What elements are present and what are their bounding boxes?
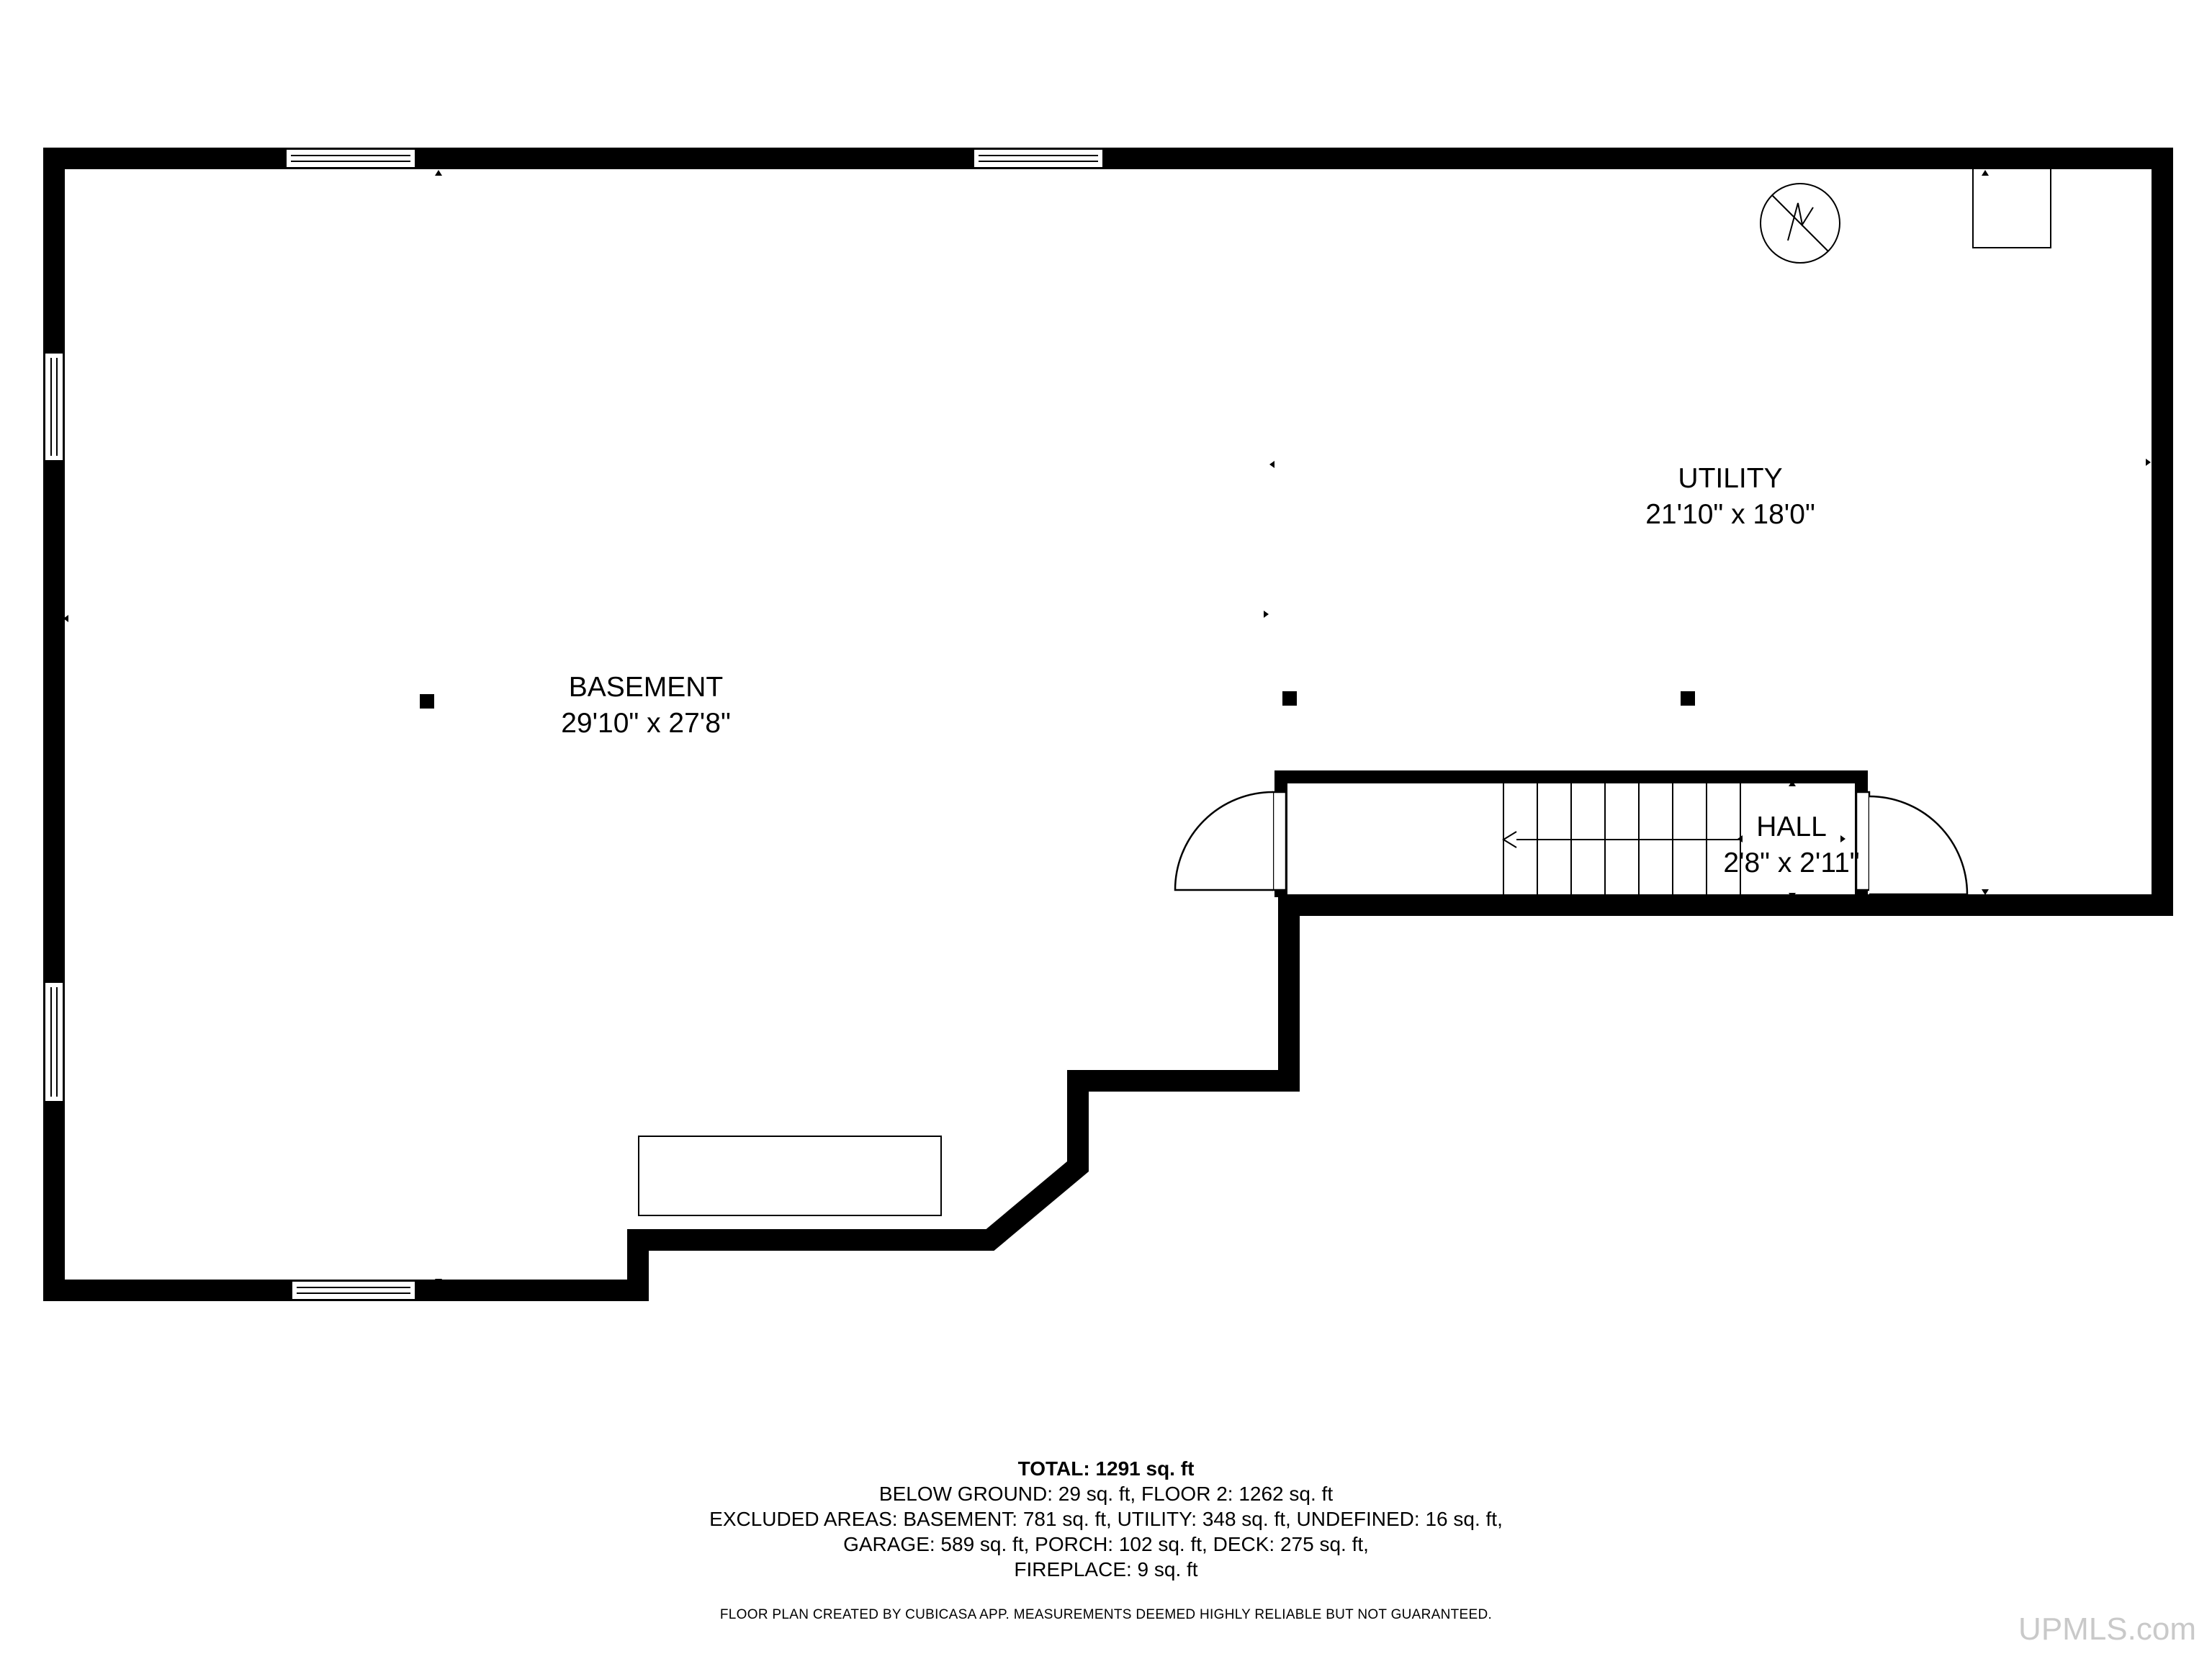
area-summary: TOTAL: 1291 sq. ft BELOW GROUND: 29 sq. … xyxy=(0,1456,2212,1582)
summary-line-4: FIREPLACE: 9 sq. ft xyxy=(1014,1558,1198,1581)
basement-counter xyxy=(638,1136,942,1216)
room-dimensions: 2'8" x 2'11" xyxy=(1723,848,1860,878)
dimension-markers xyxy=(63,170,2151,1285)
window-left-lower xyxy=(44,981,64,1102)
window-top-middle xyxy=(973,148,1104,168)
total-label: TOTAL: xyxy=(1017,1457,1090,1480)
door-right-hall xyxy=(1855,791,1969,896)
room-name: UTILITY xyxy=(1678,463,1783,494)
window-bottom-left xyxy=(291,1280,416,1300)
watermark: UPMLS.com xyxy=(2018,1611,2196,1647)
room-dimensions: 21'10" x 18'0" xyxy=(1645,499,1815,530)
window-left-upper xyxy=(44,352,64,462)
door-left-hall xyxy=(1174,791,1287,891)
room-label-hall: HALL 2'8" x 2'11" xyxy=(1723,809,1859,881)
exterior-walls xyxy=(43,148,2173,1301)
disclaimer: FLOOR PLAN CREATED BY CUBICASA APP. MEAS… xyxy=(719,1607,1493,1622)
fixtures xyxy=(638,166,2051,1216)
room-name: BASEMENT xyxy=(568,672,724,703)
total-value: 1291 sq. ft xyxy=(1095,1457,1195,1480)
column-2 xyxy=(1282,691,1297,706)
summary-line-1: BELOW GROUND: 29 sq. ft, FLOOR 2: 1262 s… xyxy=(878,1483,1334,1505)
column-1 xyxy=(420,694,434,709)
total-area: TOTAL: 1291 sq. ft xyxy=(0,1456,2212,1481)
columns xyxy=(420,691,1695,709)
room-label-basement: BASEMENT 29'10" x 27'8" xyxy=(561,670,731,742)
utility-cabinet xyxy=(1972,166,2051,248)
room-dimensions: 29'10" x 27'8" xyxy=(561,708,731,739)
stairs xyxy=(1502,783,1743,897)
room-name: HALL xyxy=(1756,811,1827,842)
column-3 xyxy=(1681,691,1695,706)
summary-line-2: EXCLUDED AREAS: BASEMENT: 781 sq. ft, UT… xyxy=(709,1508,1503,1530)
window-top-left xyxy=(285,148,416,168)
windows xyxy=(44,148,1104,1300)
room-label-utility: UTILITY 21'10" x 18'0" xyxy=(1645,461,1815,533)
outer-wall-path xyxy=(43,148,2173,1301)
water-heater-symbol xyxy=(1760,183,1840,264)
summary-line-3: GARAGE: 589 sq. ft, PORCH: 102 sq. ft, D… xyxy=(843,1533,1369,1555)
doors xyxy=(1174,791,1969,896)
